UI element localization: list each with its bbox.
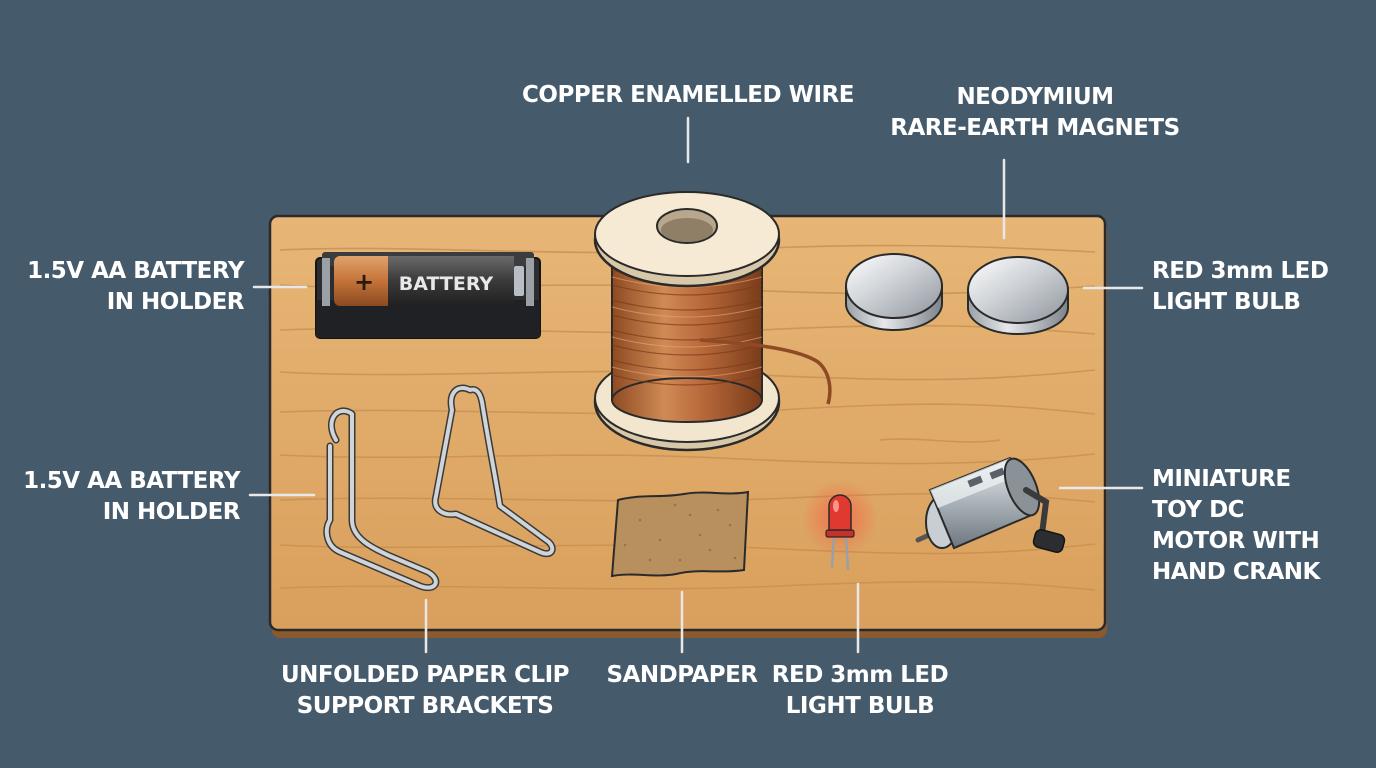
label-paper-clip: UNFOLDED PAPER CLIP SUPPORT BRACKETS: [280, 660, 570, 722]
label-sandpaper-line-1: SANDPAPER: [606, 662, 758, 688]
neodymium-magnets: [845, 253, 1069, 335]
label-paper-clip-line-2: SUPPORT BRACKETS: [296, 693, 554, 719]
label-led-bottom-line-2: LIGHT BULB: [785, 693, 935, 719]
label-copper-wire-line-1: COPPER ENAMELLED WIRE: [522, 82, 854, 108]
label-magnets: NEODYMIUM RARE-EARTH MAGNETS: [870, 82, 1200, 144]
dc-motor-illustration: [915, 456, 1066, 553]
label-motor-line-1: MINIATURE: [1152, 466, 1291, 492]
label-magnets-line-1: NEODYMIUM: [956, 84, 1114, 110]
label-battery-top-line-1: 1.5V AA BATTERY: [27, 258, 244, 284]
copper-wire-spool: [593, 191, 832, 452]
label-led-right-line-2: LIGHT BULB: [1152, 289, 1301, 315]
label-battery-top: 1.5V AA BATTERY IN HOLDER: [10, 256, 244, 318]
label-motor-line-4: HAND CRANK: [1152, 559, 1320, 585]
label-battery-mid-line-1: 1.5V AA BATTERY: [23, 468, 240, 494]
label-led-bottom-line-1: RED 3mm LED: [771, 662, 949, 688]
label-led-bottom: RED 3mm LED LIGHT BULB: [762, 660, 958, 722]
label-paper-clip-line-1: UNFOLDED PAPER CLIP: [280, 662, 570, 688]
label-led-right-line-1: RED 3mm LED: [1152, 258, 1329, 284]
battery-print-text: BATTERY: [399, 273, 494, 295]
red-led: [802, 480, 878, 571]
label-led-right: RED 3mm LED LIGHT BULB: [1152, 256, 1362, 318]
battery-holder-illustration: + BATTERY: [315, 252, 541, 339]
label-battery-top-line-2: IN HOLDER: [106, 289, 245, 315]
paper-clip-brackets: [323, 384, 556, 591]
label-battery-mid: 1.5V AA BATTERY IN HOLDER: [10, 466, 240, 528]
leader-lines: [248, 116, 1144, 654]
label-magnets-line-2: RARE-EARTH MAGNETS: [890, 115, 1180, 141]
label-battery-mid-line-2: IN HOLDER: [102, 499, 241, 525]
label-motor-line-2: TOY DC: [1152, 497, 1245, 523]
label-sandpaper: SANDPAPER: [592, 660, 772, 691]
label-copper-wire: COPPER ENAMELLED WIRE: [500, 80, 876, 111]
battery-plus-mark: +: [354, 268, 374, 296]
label-motor-line-3: MOTOR WITH: [1152, 528, 1320, 554]
sandpaper-sheet: [610, 490, 750, 578]
label-motor: MINIATURE TOY DC MOTOR WITH HAND CRANK: [1152, 464, 1362, 588]
